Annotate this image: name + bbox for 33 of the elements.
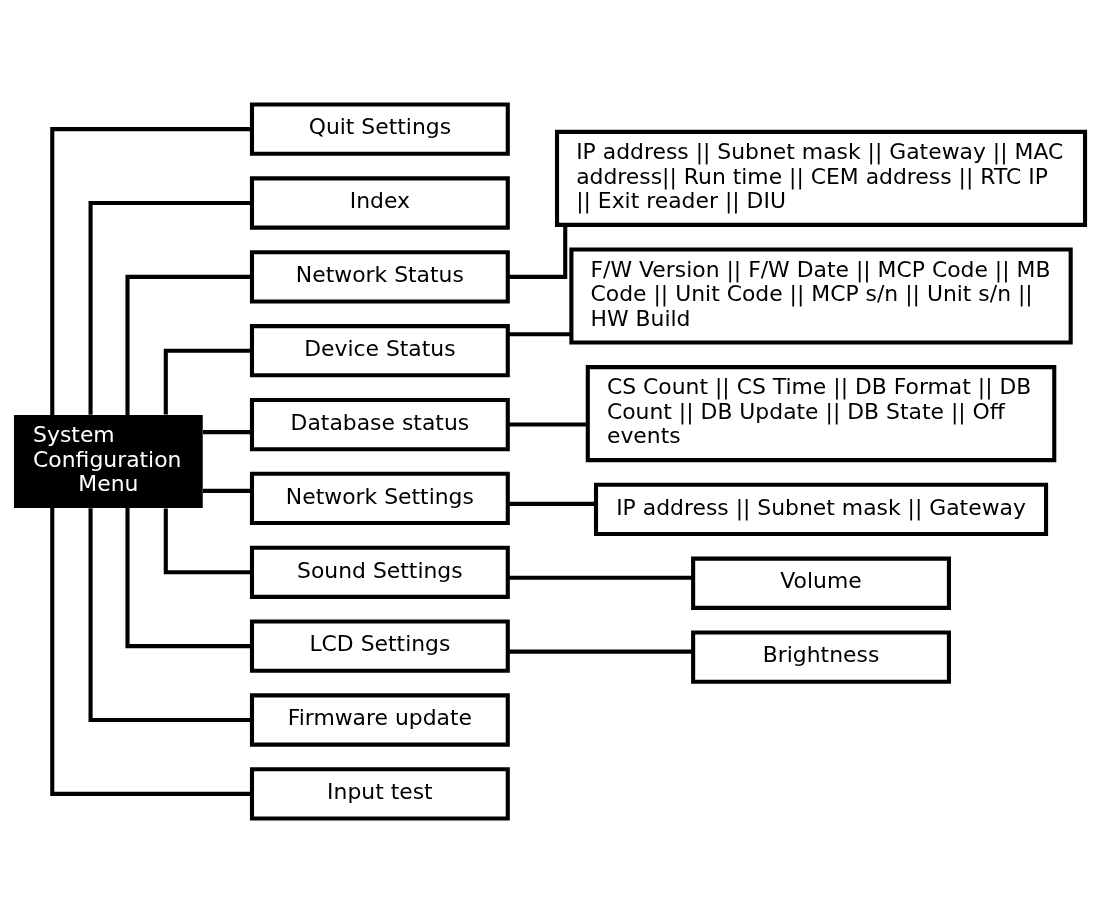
connector [508, 224, 568, 279]
node-box: Database status [249, 397, 510, 451]
node-box: Network Status [249, 249, 510, 303]
node-box: IP address || Subnet mask || Gateway [593, 482, 1049, 536]
connector [508, 422, 588, 427]
connector [88, 507, 252, 722]
connector [50, 126, 252, 415]
node-box: Quit Settings [249, 101, 510, 156]
node-box: Brightness [691, 629, 951, 684]
node-box: F/W Version || F/W Date || MCP Code || MB Code || Unit Code || MCP s/n || Unit s/n || HW Build [569, 246, 1073, 345]
node-box: Volume [691, 556, 951, 610]
connector [125, 507, 252, 648]
connector [125, 274, 252, 415]
node-box: Network Settings [249, 471, 510, 525]
connector [88, 200, 252, 415]
connector [508, 575, 693, 580]
node-box: System Configuration Menu [13, 414, 203, 508]
node-box: Sound Settings [249, 545, 510, 599]
connector [163, 348, 252, 414]
node-box: CS Count || CS Time || DB Format || DB Count || DB Update || DB State || Off events [585, 364, 1057, 462]
node-box: LCD Settings [249, 619, 510, 673]
node-box: Input test [249, 766, 510, 821]
connector [202, 429, 252, 434]
connector [163, 508, 252, 574]
connector [50, 507, 252, 796]
node-box: IP address || Subnet mask || Gateway || MAC address|| Run time || CEM address || RTC IP || Exit reader || DIU [554, 129, 1088, 227]
connector [508, 649, 693, 654]
connector [508, 501, 596, 506]
node-box: Firmware update [249, 692, 510, 747]
node-box: Device Status [249, 323, 510, 377]
node-box: Index [249, 175, 510, 230]
connector [508, 331, 572, 336]
connector [202, 488, 252, 493]
